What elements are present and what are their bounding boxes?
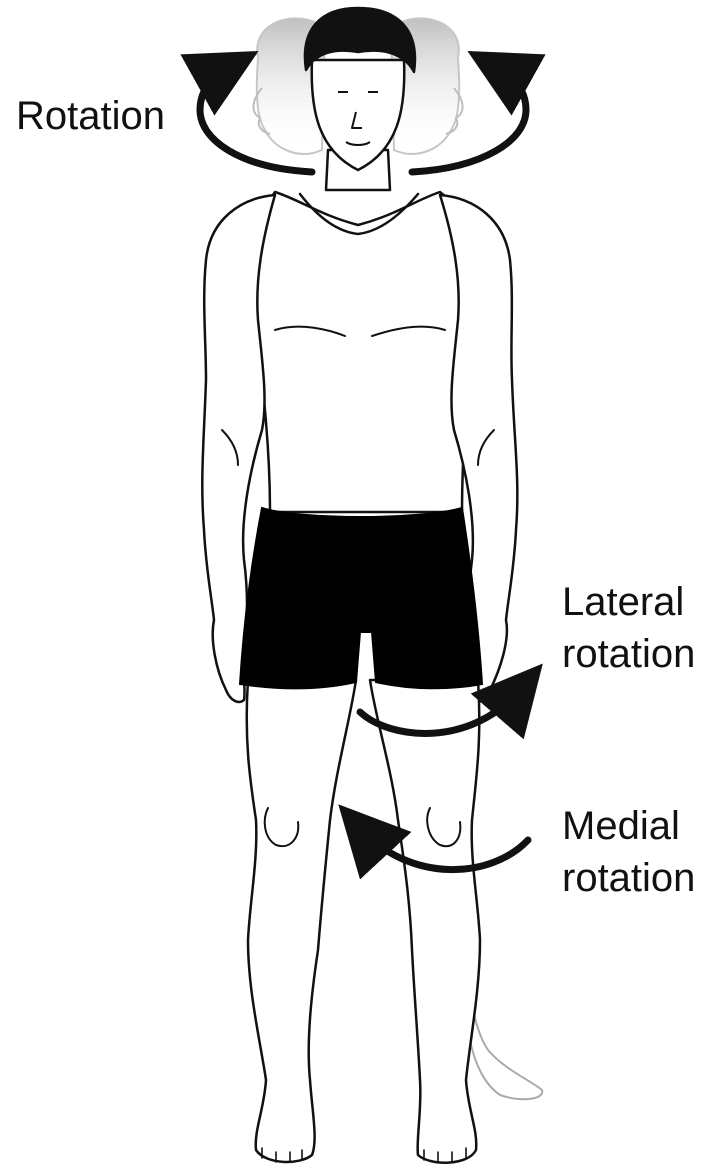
- shorts: [240, 508, 482, 688]
- rotation-label-text: Rotation: [16, 90, 165, 142]
- lateral-label-line1: Lateral: [562, 576, 695, 628]
- medial-label-line2: rotation: [562, 852, 695, 904]
- lateral-label-line2: rotation: [562, 628, 695, 680]
- lateral-rotation-label: Lateral rotation: [562, 576, 695, 680]
- rotation-label: Rotation: [16, 90, 165, 142]
- medial-rotation-label: Medial rotation: [562, 800, 695, 904]
- medial-label-line1: Medial: [562, 800, 695, 852]
